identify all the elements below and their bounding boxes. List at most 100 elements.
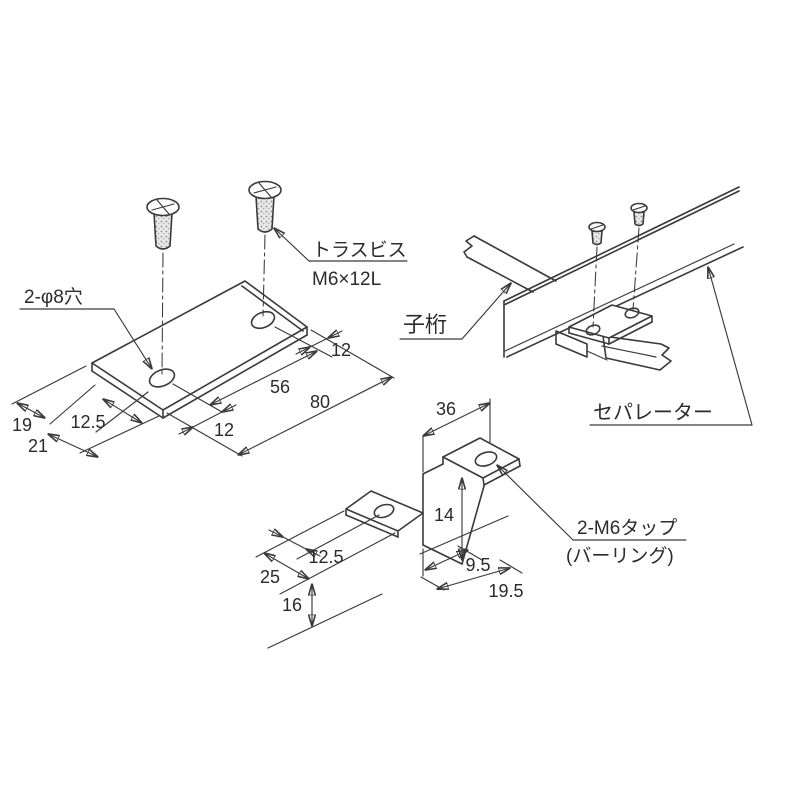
screw-centerline <box>592 246 598 328</box>
dim-9-5: 9.5 <box>465 555 490 575</box>
dim-arrow <box>178 427 193 434</box>
truss-screw-right <box>248 180 282 233</box>
screw-shank <box>153 212 173 250</box>
extension-line <box>255 510 345 558</box>
dim-12-top: 12 <box>331 340 351 360</box>
leader-arrow <box>113 308 152 369</box>
extension-line <box>172 383 223 413</box>
dim-line-80 <box>238 377 392 455</box>
dim-80: 80 <box>310 392 330 412</box>
screw-shank <box>255 195 275 233</box>
plate-dimensions: 56 80 12 12 19 21 12.5 <box>12 331 392 457</box>
extension-line <box>166 412 243 457</box>
rail-bottom-edge <box>504 243 735 352</box>
dim-line-36 <box>423 403 490 436</box>
beam-edge <box>473 235 557 282</box>
flange-thickness-edge <box>518 458 521 467</box>
web-edge <box>422 463 444 475</box>
assembly-screw-left <box>588 221 606 328</box>
dim-36: 36 <box>436 399 456 419</box>
bracket-lower-flange <box>345 490 424 538</box>
rail-top-edge <box>503 190 740 306</box>
dim-line-19-5 <box>437 568 510 589</box>
dim-line-9-5 <box>425 550 468 570</box>
dim-19-5: 19.5 <box>488 581 523 601</box>
dim-line-12-5 <box>103 399 142 423</box>
bracket-dim-36: 36 <box>423 398 490 473</box>
extension-line <box>11 365 87 405</box>
dim-arrow <box>222 405 237 412</box>
plate-part <box>91 280 308 419</box>
plate-detail-view: 2-φ8穴 トラスビス M6×12L 56 80 <box>11 180 408 458</box>
dim-56: 56 <box>270 377 290 397</box>
plate-thickness-edge <box>608 321 653 345</box>
bracket-edge <box>586 350 608 361</box>
screw-centerline <box>161 252 164 375</box>
bracket-dims-left: 12.5 25 16 <box>255 510 396 649</box>
bracket-dims-right: 9.5 19.5 <box>419 515 524 601</box>
phillips-cross-icon <box>258 182 272 198</box>
screw-spec-label: M6×12L <box>312 269 381 290</box>
dim-arrow <box>295 347 310 354</box>
dim-line-12-5 <box>282 536 307 550</box>
dim-19: 19 <box>12 415 32 435</box>
rail-top-edge <box>503 186 740 302</box>
web-edge <box>461 485 485 565</box>
screw-label: トラスビス <box>312 239 407 261</box>
separator-callout: セパレーター <box>589 267 753 426</box>
bracket-under-rail <box>555 330 608 361</box>
bracket-dim-14: 14 <box>434 477 462 561</box>
bracket-flange-hint <box>555 330 588 358</box>
holes-callout: 2-φ8穴 <box>19 286 152 369</box>
plate-hole-right <box>250 310 276 330</box>
dim-arrow <box>268 530 283 537</box>
tap-hole-upper <box>474 451 498 467</box>
leader-arrow <box>708 267 753 426</box>
leader-arrow <box>274 228 310 262</box>
girder-beam <box>463 235 672 371</box>
extension-line <box>310 329 395 379</box>
leader-arrow <box>461 283 511 340</box>
extension-line <box>419 515 509 555</box>
leader-arrow <box>497 465 574 541</box>
separator-rail <box>503 186 744 358</box>
plate-hole-right <box>624 307 640 319</box>
dim-arrow <box>328 331 343 338</box>
extension-line <box>274 326 333 358</box>
tap-callout: 2-M6タップ (バーリング) <box>497 465 687 567</box>
screw-shank <box>633 211 645 227</box>
flange-top-face <box>345 490 424 532</box>
tap-label: 2-M6タップ <box>577 517 677 539</box>
dim-25: 25 <box>260 567 280 587</box>
separator-label: セパレーター <box>593 401 713 424</box>
extension-line <box>279 532 396 595</box>
screw-callout: トラスビス M6×12L <box>274 228 408 290</box>
dim-line-21 <box>48 434 98 457</box>
dim-16: 16 <box>282 595 302 615</box>
truss-screw-left <box>146 197 180 250</box>
extension-line <box>457 545 483 561</box>
beam-right-end <box>602 335 672 371</box>
dim-line-12-bottom <box>192 411 223 428</box>
plate-hole-left <box>585 324 601 336</box>
phillips-cross-icon <box>156 199 170 215</box>
holes-label: 2-φ8穴 <box>24 286 83 308</box>
plate-hole-left <box>148 368 176 388</box>
dim-line-19 <box>17 403 45 418</box>
screw-centerline <box>262 234 266 317</box>
beam-edge <box>601 345 657 358</box>
extension-line <box>49 384 96 425</box>
flange-thickness-edge <box>345 514 399 538</box>
bracket-detail-view: 36 14 12.5 25 16 9.5 <box>255 398 687 649</box>
beam-edge <box>466 256 534 293</box>
dim-12-5: 12.5 <box>70 412 105 432</box>
dim-line-25 <box>264 553 309 579</box>
plate-on-rail <box>568 304 653 345</box>
assembly-view: 子桁 セパレーター <box>399 186 753 426</box>
phillips-cross-icon <box>590 224 604 230</box>
rail-bottom-edge <box>506 246 744 358</box>
dim-12-bottom: 12 <box>214 420 234 440</box>
dim-12-5: 12.5 <box>308 547 343 567</box>
extension-line <box>499 559 523 574</box>
